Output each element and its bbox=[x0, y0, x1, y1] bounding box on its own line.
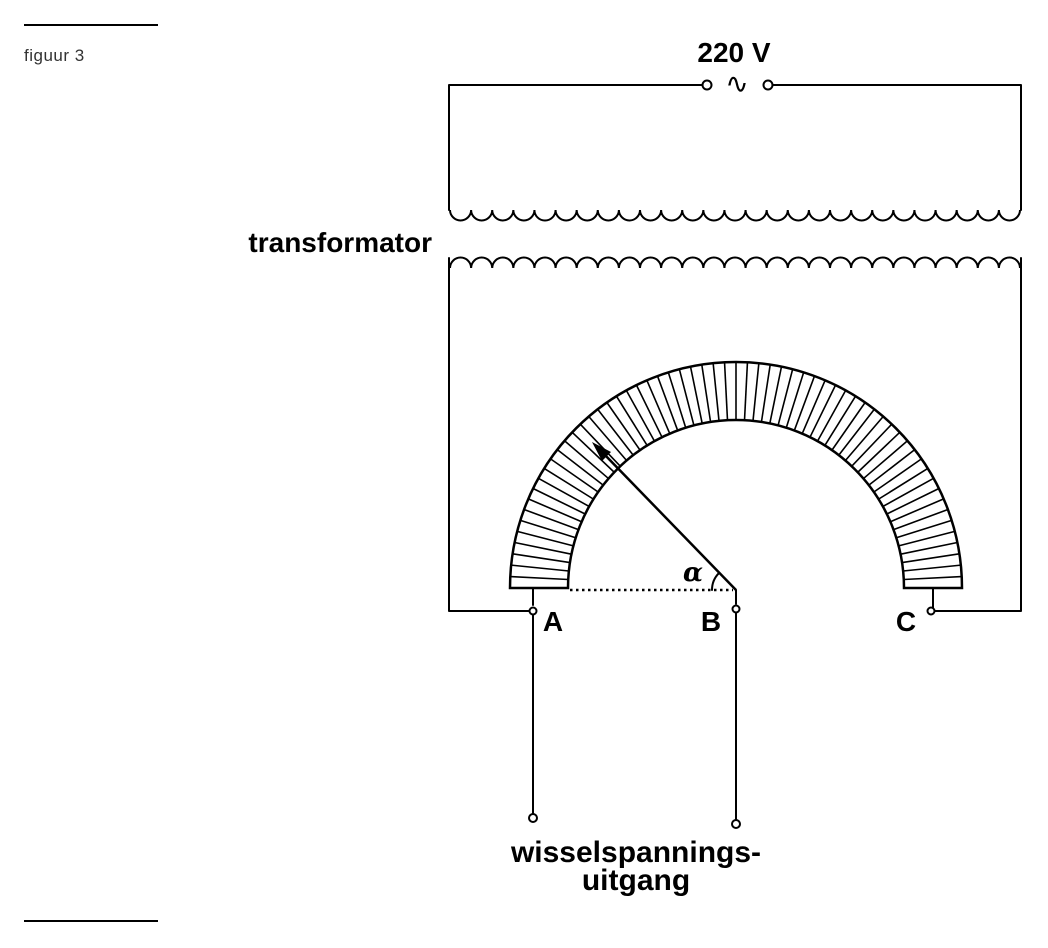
rheostat-winding bbox=[712, 363, 720, 421]
rheostat-winding bbox=[777, 369, 794, 426]
rheostat-winding bbox=[844, 415, 884, 462]
rheostat-winding bbox=[523, 508, 579, 531]
rheostat-winding bbox=[625, 390, 656, 442]
figure-caption: figuur 3 bbox=[24, 46, 85, 65]
rheostat-winding bbox=[816, 390, 847, 442]
rheostat-winding bbox=[700, 364, 712, 423]
rheostat-winding bbox=[878, 467, 929, 500]
angle-arc bbox=[710, 572, 720, 591]
secondary-wire-right bbox=[932, 257, 1022, 612]
rheostat-winding bbox=[550, 458, 599, 493]
rheostat-winding bbox=[801, 380, 826, 434]
output-terminal-a bbox=[528, 813, 538, 823]
rheostat-winding bbox=[785, 372, 805, 428]
label-a: A bbox=[543, 606, 563, 637]
rheostat-tab-a bbox=[511, 587, 534, 606]
source-terminal-right bbox=[762, 79, 774, 91]
rheostat-winding bbox=[882, 477, 934, 508]
rheostat-winding bbox=[890, 498, 944, 523]
semicircular-rheostat bbox=[508, 360, 964, 590]
rheostat-winding bbox=[903, 564, 961, 572]
rheostat-winding bbox=[615, 395, 648, 446]
ac-symbol: ∿ bbox=[725, 67, 748, 100]
output-label-line1: wisselspannings- bbox=[510, 836, 761, 869]
rheostat-winding bbox=[903, 575, 962, 581]
rheostat-winding bbox=[579, 423, 621, 467]
rheostat-winding bbox=[510, 575, 569, 581]
angle-label: α bbox=[683, 558, 703, 588]
rheostat-winding bbox=[556, 449, 604, 486]
secondary-coil bbox=[449, 256, 1021, 269]
primary-wire-right bbox=[771, 84, 1022, 211]
rheostat-winding bbox=[563, 440, 610, 480]
bottom-rule bbox=[24, 920, 158, 922]
rheostat-winding bbox=[809, 384, 837, 438]
rheostat-winding bbox=[851, 423, 893, 467]
rheostat-winding bbox=[793, 375, 816, 431]
rheostat-winding bbox=[723, 362, 729, 421]
rheostat-winding bbox=[543, 467, 594, 500]
rheostat-winding bbox=[873, 458, 922, 493]
terminal-b bbox=[731, 604, 741, 614]
terminal-a bbox=[528, 606, 538, 616]
rheostat-winding bbox=[597, 408, 634, 456]
wiper-arrowhead bbox=[592, 442, 611, 461]
rheostat-winding bbox=[517, 530, 574, 547]
rheostat-winding bbox=[898, 530, 955, 547]
rheostat-winding bbox=[656, 375, 679, 431]
rheostat-winding bbox=[743, 362, 749, 421]
top-rule bbox=[24, 24, 158, 26]
rheostat-winding bbox=[896, 519, 952, 539]
output-label-line2: uitgang bbox=[582, 864, 690, 897]
rheostat-winding bbox=[606, 402, 641, 451]
rheostat-winding bbox=[831, 402, 866, 451]
rheostat-winding bbox=[571, 431, 615, 473]
rheostat-winding bbox=[886, 487, 940, 515]
rheostat-winding bbox=[838, 408, 875, 456]
label-b: B bbox=[701, 606, 721, 637]
rheostat-winding bbox=[862, 440, 909, 480]
rheostat-winding bbox=[667, 372, 687, 428]
source-terminal-left bbox=[701, 79, 713, 91]
rheostat-winding bbox=[893, 508, 949, 531]
rheostat-winding bbox=[646, 380, 671, 434]
terminal-c bbox=[926, 606, 936, 616]
rheostat-winding bbox=[901, 552, 960, 564]
label-c: C bbox=[896, 606, 916, 637]
rheostat-winding bbox=[900, 541, 958, 555]
rheostat-winding bbox=[520, 519, 576, 539]
rheostat-winding bbox=[760, 364, 772, 423]
rheostat-winding bbox=[512, 552, 571, 564]
wiper-arm bbox=[603, 453, 737, 591]
rheostat-winding bbox=[511, 564, 569, 572]
output-terminal-b bbox=[731, 819, 741, 829]
rheostat-winding bbox=[689, 366, 703, 424]
rheostat-band bbox=[508, 360, 964, 590]
secondary-wire-left bbox=[448, 257, 534, 612]
rheostat-winding bbox=[532, 487, 586, 515]
transformer-label: transformator bbox=[248, 227, 432, 258]
rheostat-winding bbox=[635, 384, 663, 438]
rheostat-winding bbox=[538, 477, 590, 508]
rheostat-winding bbox=[678, 369, 695, 426]
primary-coil bbox=[449, 209, 1021, 222]
rheostat-winding bbox=[857, 431, 901, 473]
rheostat-winding bbox=[588, 415, 628, 462]
rheostat-winding bbox=[769, 366, 783, 424]
rheostat-winding bbox=[868, 449, 916, 486]
rheostat-winding bbox=[824, 395, 857, 446]
primary-wire-left bbox=[448, 84, 703, 211]
rheostat-winding bbox=[528, 498, 582, 523]
rheostat-winding bbox=[752, 363, 760, 421]
rheostat-winding bbox=[514, 541, 572, 555]
voltage-label: 220 V bbox=[697, 37, 770, 68]
